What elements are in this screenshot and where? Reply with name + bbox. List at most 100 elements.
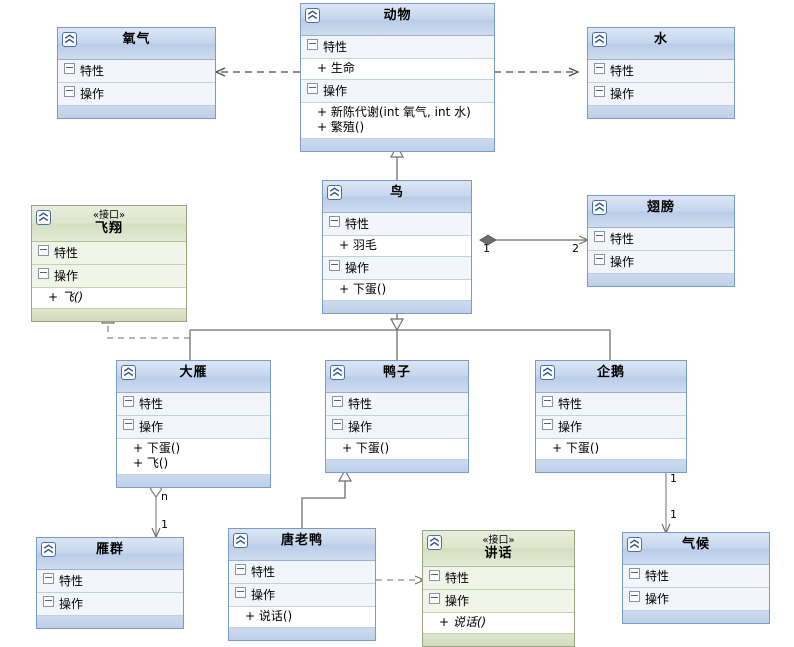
attributes-compartment[interactable]: 特性 xyxy=(301,36,494,59)
operations-list: + 下蛋() + 飞() xyxy=(117,439,270,475)
operations-compartment[interactable]: 操作 xyxy=(117,416,270,439)
class-icon xyxy=(330,365,345,380)
operations-label: 操作 xyxy=(558,420,583,434)
collapse-icon[interactable] xyxy=(38,245,49,256)
attributes-compartment[interactable]: 特性 xyxy=(326,393,468,416)
attributes-compartment[interactable]: 特性 xyxy=(32,242,186,265)
edge-donald-duck xyxy=(301,470,345,528)
class-box-oxygen[interactable]: 氧气 特性 操作 xyxy=(57,27,216,119)
class-footer xyxy=(588,274,734,286)
class-header-duck: 鸭子 xyxy=(326,361,468,393)
collapse-icon[interactable] xyxy=(64,86,75,97)
class-box-water[interactable]: 水 特性 操作 xyxy=(587,27,735,119)
attributes-label: 特性 xyxy=(80,64,105,78)
attributes-compartment[interactable]: 特性 xyxy=(423,567,574,590)
collapse-icon[interactable] xyxy=(542,396,553,407)
operations-compartment[interactable]: 操作 xyxy=(623,588,769,611)
class-icon xyxy=(540,365,555,380)
operations-compartment[interactable]: 操作 xyxy=(323,257,471,280)
operations-compartment[interactable]: 操作 xyxy=(32,265,186,288)
operations-compartment[interactable]: 操作 xyxy=(58,83,215,106)
class-box-climate[interactable]: 气候 特性 操作 xyxy=(622,532,770,624)
class-box-animal[interactable]: 动物 特性 + 生命 操作 + 新陈代谢(int 氧气, int 水) + 繁殖… xyxy=(300,3,495,152)
collapse-icon[interactable] xyxy=(329,260,340,271)
class-box-bird[interactable]: 鸟 特性 + 羽毛 操作 + 下蛋() xyxy=(322,180,472,314)
class-box-wildgoose[interactable]: 大雁 特性 操作 + 下蛋() + 飞() xyxy=(116,360,271,488)
class-box-wing[interactable]: 翅膀 特性 操作 xyxy=(587,195,735,287)
operations-label: 操作 xyxy=(251,588,276,602)
attributes-label: 特性 xyxy=(345,217,370,231)
interface-box-fly[interactable]: «接口» 飞翔 特性 操作 + 飞() xyxy=(31,205,187,322)
collapse-icon[interactable] xyxy=(629,568,640,579)
class-icon xyxy=(592,32,607,47)
collapse-icon[interactable] xyxy=(123,419,134,430)
class-box-duck[interactable]: 鸭子 特性 操作 + 下蛋() xyxy=(325,360,469,473)
class-header-donald: 唐老鸭 xyxy=(229,529,375,561)
collapse-icon[interactable] xyxy=(629,591,640,602)
attributes-label: 特性 xyxy=(348,397,373,411)
collapse-icon[interactable] xyxy=(307,83,318,94)
operations-list: + 下蛋() xyxy=(323,280,471,301)
collapse-icon[interactable] xyxy=(594,63,605,74)
interface-box-speak[interactable]: «接口» 讲话 特性 操作 + 说话() xyxy=(422,530,575,647)
operations-compartment[interactable]: 操作 xyxy=(536,416,686,439)
collapse-icon[interactable] xyxy=(332,419,343,430)
collapse-icon[interactable] xyxy=(64,63,75,74)
collapse-icon[interactable] xyxy=(594,231,605,242)
collapse-icon[interactable] xyxy=(235,587,246,598)
collapse-icon[interactable] xyxy=(542,419,553,430)
class-name: 企鹅 xyxy=(596,365,625,380)
operations-list: + 新陈代谢(int 氧气, int 水) + 繁殖() xyxy=(301,103,494,139)
collapse-icon[interactable] xyxy=(594,86,605,97)
class-icon xyxy=(62,32,77,47)
class-icon xyxy=(592,200,607,215)
attributes-compartment[interactable]: 特性 xyxy=(323,213,471,236)
operations-compartment[interactable]: 操作 xyxy=(423,590,574,613)
class-box-donald[interactable]: 唐老鸭 特性 操作 + 说话() xyxy=(228,528,376,641)
class-icon xyxy=(627,537,642,552)
attribute-item: + 生命 xyxy=(317,61,355,75)
collapse-icon[interactable] xyxy=(307,39,318,50)
operation-item: + 新陈代谢(int 氧气, int 水) xyxy=(317,105,471,119)
multiplicity-penguin-climate-from: 1 xyxy=(670,472,677,485)
attributes-compartment[interactable]: 特性 xyxy=(229,561,375,584)
attributes-compartment[interactable]: 特性 xyxy=(623,565,769,588)
attributes-label: 特性 xyxy=(645,569,670,583)
attributes-compartment[interactable]: 特性 xyxy=(37,570,183,593)
class-box-geeseflock[interactable]: 雁群 特性 操作 xyxy=(36,537,184,629)
collapse-icon[interactable] xyxy=(329,216,340,227)
collapse-icon[interactable] xyxy=(38,268,49,279)
class-header-wing: 翅膀 xyxy=(588,196,734,228)
collapse-icon[interactable] xyxy=(43,596,54,607)
operations-compartment[interactable]: 操作 xyxy=(588,83,734,106)
operations-compartment[interactable]: 操作 xyxy=(301,80,494,103)
class-header-geeseflock: 雁群 xyxy=(37,538,183,570)
attributes-label: 特性 xyxy=(610,232,635,246)
collapse-icon[interactable] xyxy=(43,573,54,584)
class-footer xyxy=(58,106,215,118)
collapse-icon[interactable] xyxy=(429,593,440,604)
operations-label: 操作 xyxy=(445,594,470,608)
attributes-compartment[interactable]: 特性 xyxy=(588,60,734,83)
attributes-compartment[interactable]: 特性 xyxy=(58,60,215,83)
collapse-icon[interactable] xyxy=(235,564,246,575)
operations-label: 操作 xyxy=(323,84,348,98)
operations-compartment[interactable]: 操作 xyxy=(326,416,468,439)
attributes-compartment[interactable]: 特性 xyxy=(117,393,270,416)
class-name: 鸟 xyxy=(389,185,404,200)
collapse-icon[interactable] xyxy=(123,396,134,407)
class-icon xyxy=(121,365,136,380)
operations-compartment[interactable]: 操作 xyxy=(229,584,375,607)
collapse-icon[interactable] xyxy=(594,254,605,265)
operations-compartment[interactable]: 操作 xyxy=(588,251,734,274)
class-icon xyxy=(36,210,51,225)
class-box-penguin[interactable]: 企鹅 特性 操作 + 下蛋() xyxy=(535,360,687,473)
multiplicity-wildgoose-flock-from: n xyxy=(161,490,168,503)
collapse-icon[interactable] xyxy=(332,396,343,407)
collapse-icon[interactable] xyxy=(429,570,440,581)
attributes-list: + 羽毛 xyxy=(323,236,471,257)
class-icon xyxy=(233,533,248,548)
attributes-compartment[interactable]: 特性 xyxy=(588,228,734,251)
operations-compartment[interactable]: 操作 xyxy=(37,593,183,616)
attributes-compartment[interactable]: 特性 xyxy=(536,393,686,416)
